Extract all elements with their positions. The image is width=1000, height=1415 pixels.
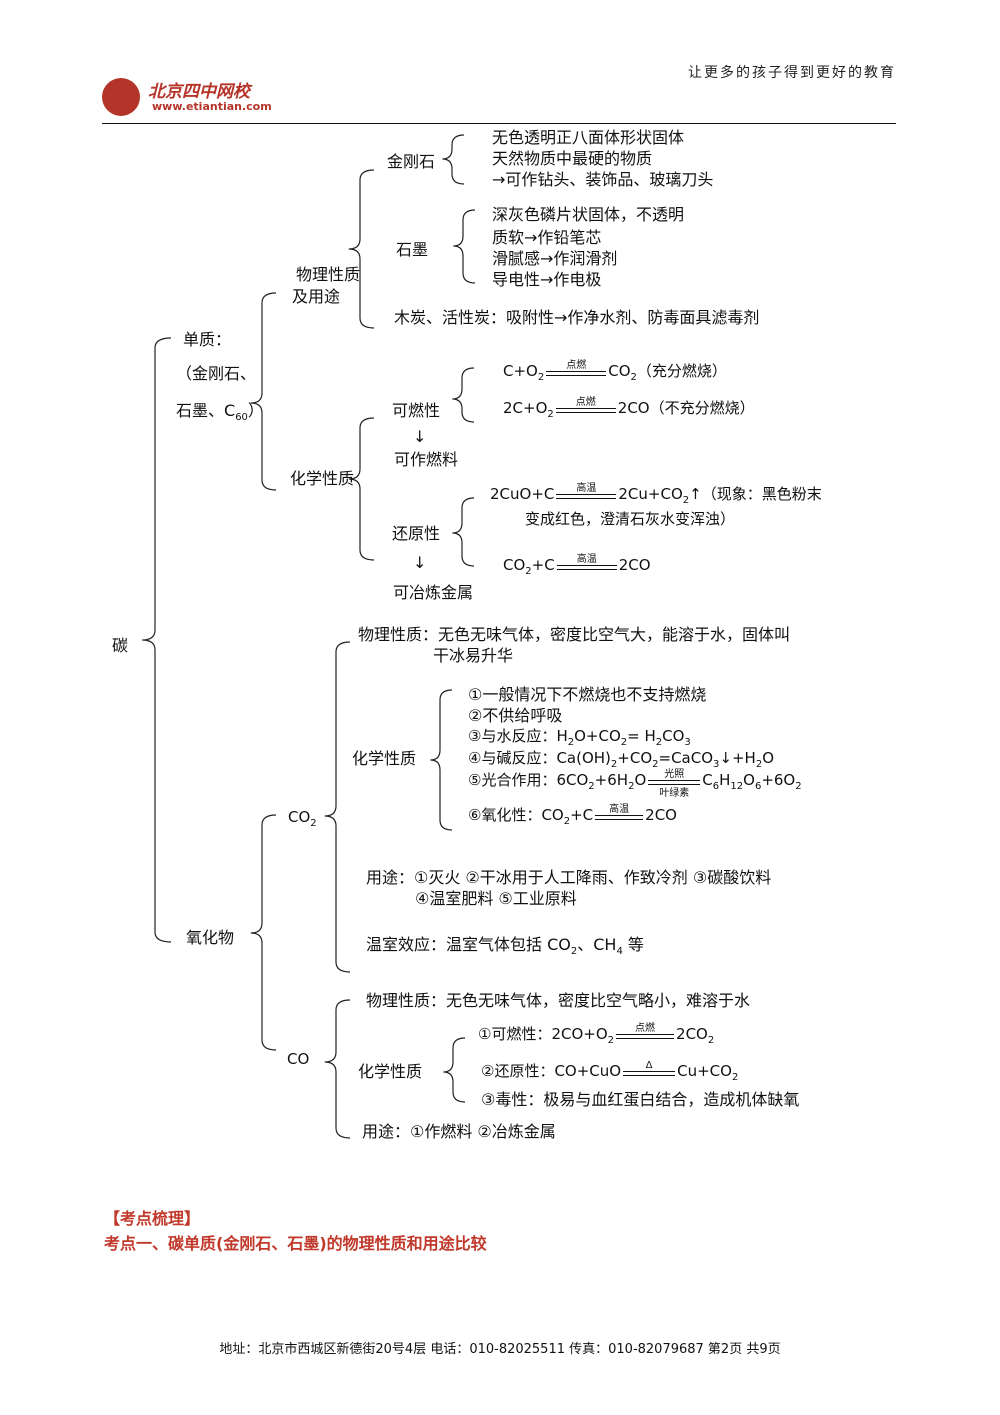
greenhouse-effect: 温室效应：温室气体包括 CO2、CH4 等	[366, 935, 644, 958]
co2-chem-item: ③与水反应：H2O+CO2= H2CO3	[468, 727, 691, 748]
diamond-item: 无色透明正八面体形状固体	[492, 128, 685, 147]
physical-label: 物理性质	[296, 265, 361, 284]
co-physical: 物理性质：无色无味气体，密度比空气略小，难溶于水	[366, 991, 751, 1010]
co2-chem-item: ①一般情况下不燃烧也不支持燃烧	[468, 685, 707, 704]
brace-line	[250, 814, 277, 1051]
combustible-label: 可燃性	[392, 401, 441, 420]
logo-name: 北京四中网校	[148, 82, 250, 102]
brace-line	[452, 497, 475, 567]
graphite-item: 质软→作铅笔芯	[492, 228, 602, 247]
co2-chem-item: ④与碱反应：Ca(OH)2+CO2=CaCO3↓+H2O	[468, 749, 775, 770]
brace-line	[250, 292, 277, 491]
brace-line	[348, 169, 375, 329]
brace-line	[452, 367, 475, 423]
co2-uses-2: ④温室肥料 ⑤工业原料	[415, 889, 577, 908]
down-arrow-icon: ↓	[413, 427, 427, 446]
co2-physical-2: 干冰易升华	[433, 646, 514, 665]
section-tag: 【考点梳理】	[104, 1209, 201, 1228]
brace-line	[348, 417, 375, 561]
graphite-label: 石墨	[396, 240, 429, 259]
reduction-equation-1-note: 变成红色，澄清石灰水变浑浊）	[525, 510, 736, 528]
graphite-item: 导电性→作电极	[492, 270, 602, 289]
co2-chemical-label: 化学性质	[352, 749, 417, 768]
diamond-item: →可作钻头、装饰品、玻璃刀头	[492, 170, 714, 189]
co-uses: 用途：①作燃料 ②冶炼金属	[362, 1122, 556, 1141]
brace-line	[142, 337, 172, 943]
school-logo-icon	[102, 78, 140, 116]
chemical-label: 化学性质	[290, 469, 355, 488]
brace-line	[442, 134, 465, 185]
co-chemical-label: 化学性质	[358, 1062, 423, 1081]
header-divider	[102, 123, 896, 124]
down-arrow-icon: ↓	[413, 553, 427, 572]
root-node: 碳	[112, 636, 129, 655]
logo-site: www.etiantian.com	[152, 100, 272, 113]
reducing-label: 还原性	[392, 524, 441, 543]
diamond-label: 金刚石	[387, 152, 436, 171]
section-title: 考点一、碳单质(金刚石、石墨)的物理性质和用途比较	[104, 1234, 487, 1253]
co2-physical: 物理性质：无色无味气体，密度比空气大，能溶于水，固体叫	[358, 625, 791, 644]
co2-label: CO2	[288, 808, 317, 829]
reducing-use: 可冶炼金属	[393, 583, 474, 602]
co2-uses: 用途：①灭火 ②干冰用于人工降雨、作致冷剂 ③碳酸饮料	[366, 868, 772, 887]
elemental-label-3: 石墨、C60）	[176, 401, 264, 424]
brace-line	[324, 999, 351, 1139]
physical-label-2: 及用途	[292, 287, 341, 306]
graphite-item: 深灰色磷片状固体，不透明	[492, 205, 685, 224]
brace-line	[443, 1037, 466, 1103]
elemental-label-2: （金刚石、	[176, 364, 257, 383]
brace-line	[453, 209, 476, 284]
oxide-label: 氧化物	[186, 928, 235, 947]
footer-address: 地址：北京市西城区新德街20号4层 电话：010-82025511 传真：010…	[219, 1342, 781, 1357]
diamond-item: 天然物质中最硬的物质	[492, 149, 653, 168]
combustible-use: 可作燃料	[394, 450, 459, 469]
elemental-label: 单质：	[183, 330, 232, 349]
co2-chem-item: ②不供给呼吸	[468, 706, 563, 725]
graphite-item: 滑腻感→作润滑剂	[492, 249, 618, 268]
brace-line	[324, 641, 351, 973]
slogan: 让更多的孩子得到更好的教育	[688, 65, 896, 81]
brace-line	[430, 689, 453, 831]
co-label: CO	[287, 1050, 310, 1068]
co-chem-item: ③毒性：极易与血红蛋白结合，造成机体缺氧	[481, 1090, 800, 1109]
charcoal-text: 木炭、活性炭：吸附性→作净水剂、防毒面具滤毒剂	[394, 308, 760, 327]
